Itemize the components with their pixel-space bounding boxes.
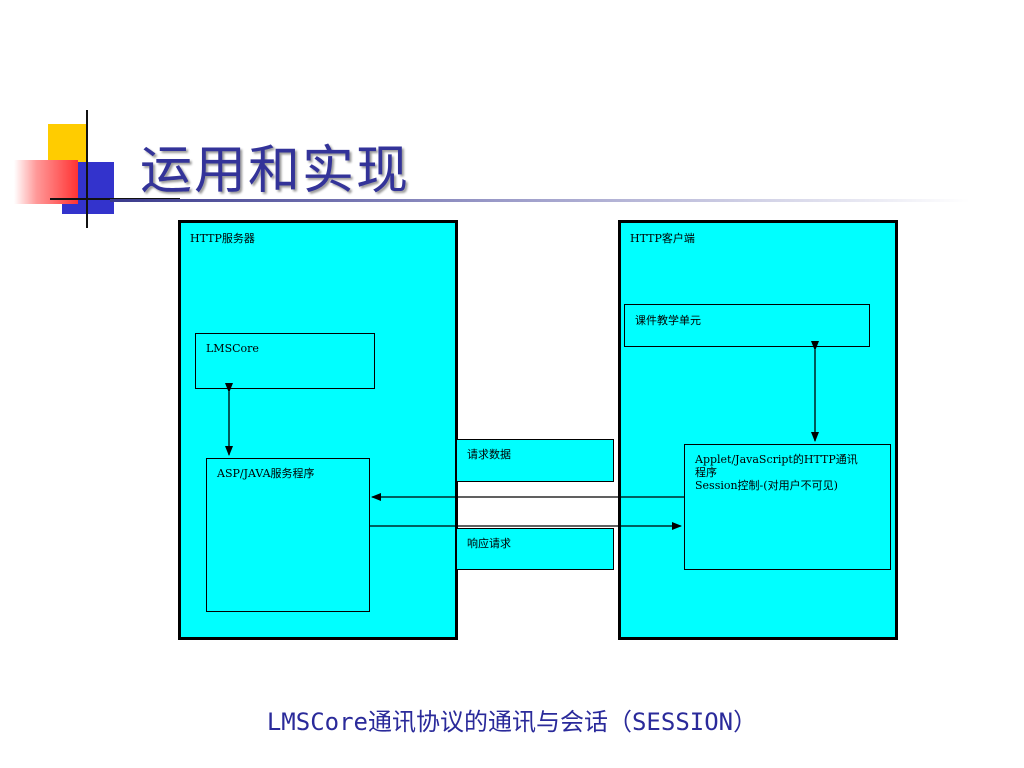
applet-javascript-box: Applet/JavaScript的HTTP通讯 程序 Session控制-(对… <box>684 444 891 570</box>
http-client-panel: HTTP客户端 <box>618 220 898 640</box>
lmscore-box: LMSCore <box>195 333 375 389</box>
request-data-label: 请求数据 <box>467 448 511 461</box>
slide-title: 运用和实现 <box>140 141 411 201</box>
lmscore-label: LMSCore <box>206 342 259 355</box>
applet-line-2: 程序 <box>695 466 717 479</box>
title-decoration-vertical-line <box>86 110 88 228</box>
request-data-box: 请求数据 <box>456 439 614 482</box>
http-server-label: HTTP服务器 <box>190 232 255 245</box>
applet-line-1: Applet/JavaScript的HTTP通讯 <box>695 453 858 466</box>
http-client-label: HTTP客户端 <box>630 232 695 245</box>
response-request-label: 响应请求 <box>467 537 511 550</box>
course-unit-label: 课件教学单元 <box>635 314 701 327</box>
response-request-box: 响应请求 <box>456 528 614 570</box>
asp-java-service-box: ASP/JAVA服务程序 <box>206 458 370 612</box>
slide-caption: LMSCore通讯协议的通讯与会话（SESSION） <box>266 708 758 736</box>
title-decoration-red-block <box>14 160 78 204</box>
applet-line-3: Session控制-(对用户不可见) <box>695 479 838 492</box>
asp-java-service-label: ASP/JAVA服务程序 <box>217 467 315 480</box>
course-unit-box: 课件教学单元 <box>624 304 870 347</box>
title-underline-rule <box>110 199 970 202</box>
